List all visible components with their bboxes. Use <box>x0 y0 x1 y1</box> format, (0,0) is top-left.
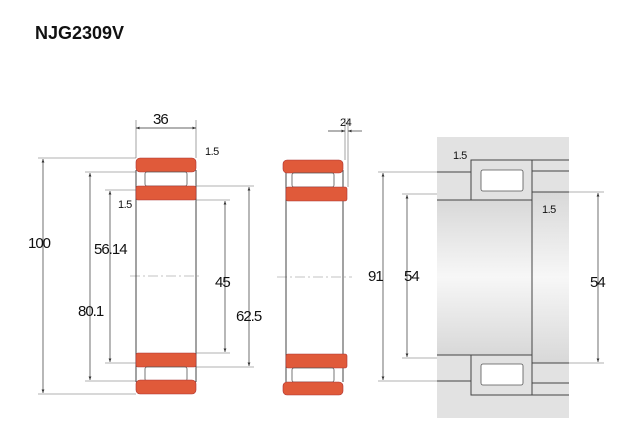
dim-shaft-shoulder-left: 54 <box>404 268 419 285</box>
dim-width: 36 <box>153 111 168 128</box>
dim-chamfer-inner: 1.5 <box>118 199 132 211</box>
dim-inner-ring-od: 62.5 <box>236 308 262 325</box>
dim-chamfer-outer: 1.5 <box>205 146 219 158</box>
side-view: 24 <box>277 117 362 396</box>
dim-shaft-shoulder-right: 54 <box>590 274 605 291</box>
inner-ring-bottom <box>135 352 197 368</box>
outer-ring-top <box>135 157 197 173</box>
product-title: NJG2309V <box>35 23 124 43</box>
dim-housing-shoulder: 91 <box>368 268 383 285</box>
inner-ring-top <box>135 185 197 201</box>
roller-bottom <box>144 366 188 382</box>
dim-bore: 45 <box>215 274 230 291</box>
dim-axial-displacement: 24 <box>340 117 352 129</box>
section-view: 36 1.5 100 80.1 56.14 1.5 45 62.5 <box>28 111 263 395</box>
roller-top <box>144 171 188 187</box>
dim-outer-diameter: 100 <box>28 235 51 252</box>
mounting-view: 91 54 54 1.5 1.5 <box>368 137 606 418</box>
dim-roller-inner: 56.14 <box>94 241 127 258</box>
dim-outer-raceway: 80.1 <box>78 303 104 320</box>
dim-chamfer-shaft: 1.5 <box>542 204 556 216</box>
dim-chamfer-housing: 1.5 <box>453 150 467 162</box>
outer-ring-bottom <box>135 379 197 395</box>
